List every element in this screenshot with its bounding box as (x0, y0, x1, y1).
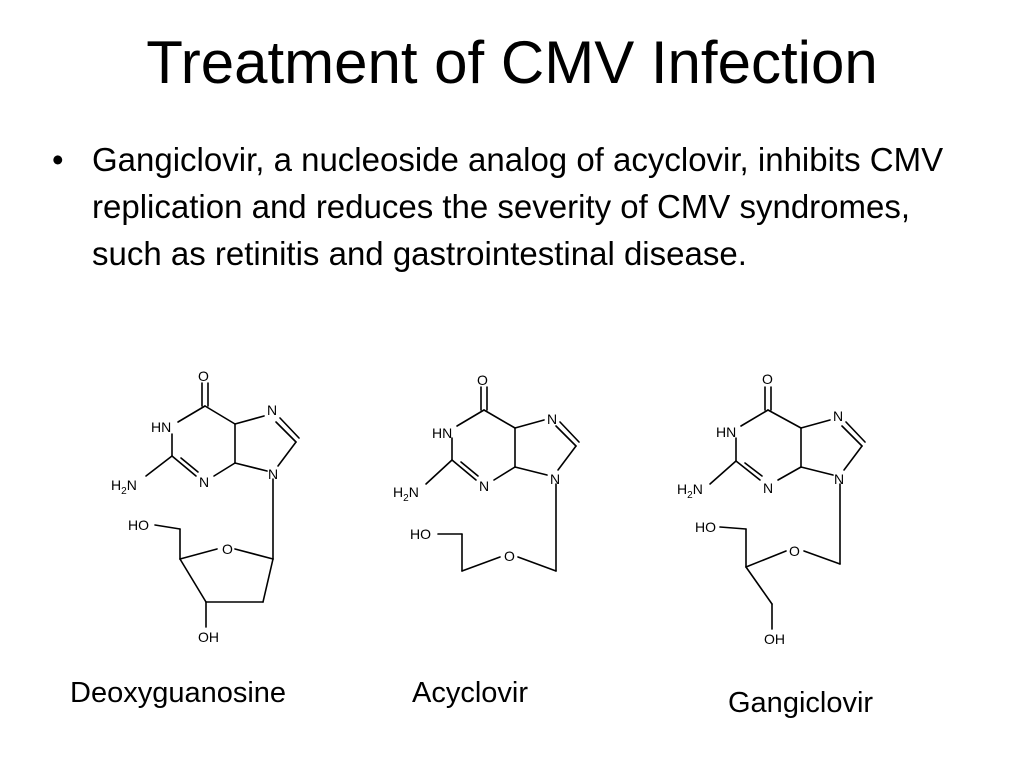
amine-n: N (409, 484, 419, 500)
atom-nitrogen: N (550, 471, 560, 487)
bullet-list: • Gangiclovir, a nucleoside analog of ac… (52, 136, 972, 277)
atom-nitrogen: N (833, 408, 843, 424)
caption-deoxyguanosine: Deoxyguanosine (70, 677, 287, 709)
slide-title: Treatment of CMV Infection (146, 29, 878, 96)
amine-h: H (393, 484, 403, 500)
structure-acyclovir: O HN N N N H2N O HO (380, 366, 580, 586)
atom-hn: HN (716, 424, 736, 440)
amine-subscript: 2 (687, 490, 693, 501)
atom-nitrogen: N (199, 474, 209, 490)
atom-oxygen-ether: O (789, 543, 800, 559)
gangiclovir-skeleton: O HN N N N H2N O HO OH (677, 371, 866, 647)
atom-hydroxyl: HO (695, 519, 716, 535)
deoxyguanosine-skeleton: O HN N N N H2N O HO OH (111, 368, 300, 645)
acyclovir-skeleton: O HN N N N H2N O HO (393, 372, 580, 572)
atom-oxygen-ring: O (222, 541, 233, 557)
bullet-item: • Gangiclovir, a nucleoside analog of ac… (52, 136, 972, 277)
atom-hydroxyl: OH (198, 629, 219, 645)
atom-nitrogen: N (834, 471, 844, 487)
atom-nitrogen: N (479, 478, 489, 494)
atom-hydroxyl: OH (764, 631, 785, 647)
structure-gangiclovir: O HN N N N H2N O HO OH (662, 362, 866, 652)
atom-nitrogen: N (547, 411, 557, 427)
caption-gangiclovir: Gangiclovir (728, 687, 874, 719)
atom-hn: HN (151, 419, 171, 435)
amine-n: N (127, 477, 137, 493)
bullet-text: Gangiclovir, a nucleoside analog of acyc… (92, 141, 944, 272)
atom-nitrogen: N (268, 466, 278, 482)
amine-n: N (693, 481, 703, 497)
atom-nitrogen: N (763, 480, 773, 496)
atom-hydroxyl: HO (410, 526, 431, 542)
amine-h: H (677, 481, 687, 497)
atom-hn: HN (432, 425, 452, 441)
structure-deoxyguanosine: O HN N N N H2N O HO OH (100, 362, 300, 652)
caption-acyclovir: Acyclovir (412, 677, 529, 709)
atom-amine: H2N (677, 481, 703, 501)
amine-h: H (111, 477, 121, 493)
atom-hydroxyl: HO (128, 517, 149, 533)
atom-oxygen-carbonyl: O (198, 368, 209, 384)
atom-oxygen-carbonyl: O (762, 371, 773, 387)
amine-subscript: 2 (121, 486, 127, 497)
atom-oxygen-ether: O (504, 548, 515, 564)
amine-subscript: 2 (403, 493, 409, 504)
atom-nitrogen: N (267, 402, 277, 418)
atom-oxygen-carbonyl: O (477, 372, 488, 388)
atom-amine: H2N (111, 477, 137, 497)
bullet-marker: • (52, 141, 64, 178)
atom-amine: H2N (393, 484, 419, 504)
